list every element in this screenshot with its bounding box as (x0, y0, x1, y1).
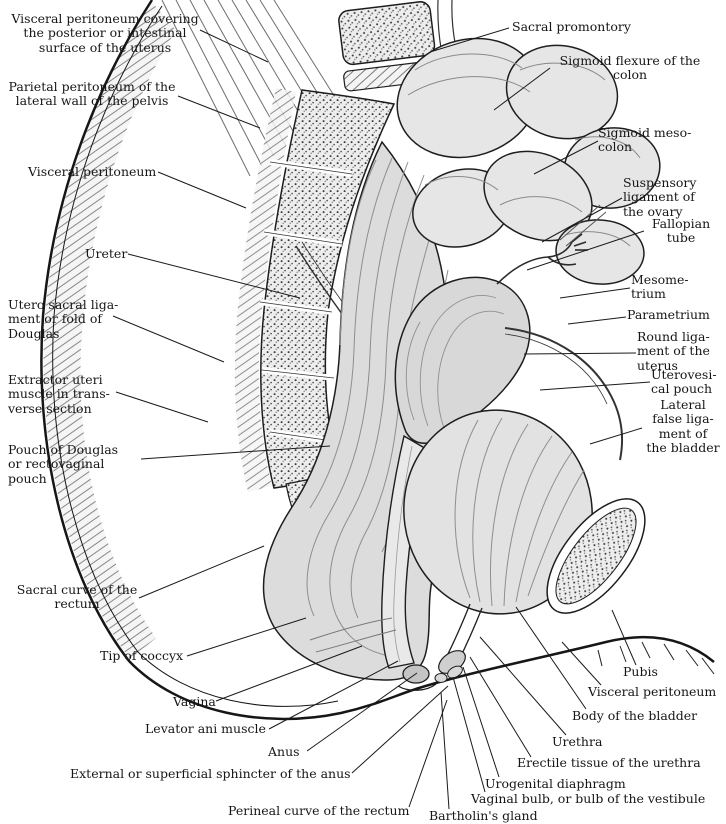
posterior-wall-lines (161, 0, 339, 177)
label-uterosacral-ligament: Utero sacral liga- ment or fold of Dougl… (8, 297, 119, 341)
label-fallopian-tube: Fallopian tube (651, 216, 711, 246)
label-round-ligament-uterus: Round liga- ment of the uterus (637, 329, 710, 373)
uterus-contours (405, 295, 505, 429)
label-extractor-uteri-muscle: Extractor uteri muscle in trans- verse s… (8, 372, 110, 416)
bladder (403, 409, 593, 615)
pelvic-wall-hatch (43, 2, 176, 659)
label-sacral-promontory: Sacral promontory (512, 19, 631, 34)
vestibule-bulb (447, 665, 463, 679)
label-visceral-peritoneum-uterus: Visceral peritoneum covering the posteri… (11, 11, 199, 55)
label-levator-ani-muscle: Levator ani muscle (145, 721, 266, 736)
label-parietal-peritoneum: Parietal peritoneum of the lateral wall … (8, 79, 176, 109)
label-lateral-false-ligament-bladder: Lateral false liga- ment of the bladder (646, 397, 720, 455)
label-urogenital-diaphragm: Urogenital diaphragm (485, 776, 626, 791)
label-external-sphincter-anus: External or superficial sphincter of the… (70, 766, 351, 781)
sphincter-arc (397, 683, 437, 691)
label-mesometrium: Mesome- trium (631, 272, 689, 302)
label-vaginal-bulb: Vaginal bulb, or bulb of the vestibule (471, 791, 706, 806)
intestine-coils (396, 37, 661, 285)
round-ligament-shape (504, 327, 623, 461)
leader-lines (112, 27, 651, 810)
levator-ani-lines (309, 617, 397, 653)
sacral-ligament-band (234, 88, 296, 492)
label-suspensory-ligament-ovary: Suspensory ligament of the ovary (623, 175, 697, 219)
sacral-discs (259, 159, 353, 445)
body-outline (40, 0, 715, 721)
label-pouch-of-douglas: Pouch of Douglas or rectovaginal pouch (8, 442, 119, 486)
pubis-bone (546, 498, 646, 614)
label-vagina: Vagina (173, 694, 216, 709)
bartholin-gland-shape (434, 673, 448, 683)
label-perineal-curve-rectum: Perineal curve of the rectum (228, 803, 410, 818)
label-urethra: Urethra (552, 734, 603, 749)
intestine-stripes (407, 53, 641, 247)
label-visceral-peritoneum-left: Visceral peritoneum (28, 164, 157, 179)
label-erectile-tissue-urethra: Erectile tissue of the urethra (517, 755, 701, 770)
label-body-of-bladder: Body of the bladder (572, 708, 698, 723)
label-visceral-peritoneum-right: Visceral peritoneum (588, 684, 717, 699)
label-anus: Anus (268, 744, 300, 759)
label-ureter: Ureter (85, 246, 128, 261)
vagina-line (393, 445, 413, 663)
label-uterovesical-pouch: Uterovesi- cal pouch (651, 367, 717, 397)
label-pubis: Pubis (623, 664, 658, 679)
suspensory-ligament-shape (559, 204, 607, 247)
bladder-striations (454, 417, 585, 607)
label-sigmoid-flexure: Sigmoid flexure of the colon (559, 53, 701, 83)
label-sigmoid-mesocolon: Sigmoid meso- colon (598, 125, 692, 155)
label-sacral-curve-rectum: Sacral curve of the rectum (16, 582, 138, 612)
label-tip-of-coccyx: Tip of coccyx (100, 648, 184, 663)
skin-hairs (597, 641, 715, 675)
label-parametrium: Parametrium (627, 307, 710, 322)
label-bartholins-gland: Bartholin's gland (429, 808, 538, 823)
